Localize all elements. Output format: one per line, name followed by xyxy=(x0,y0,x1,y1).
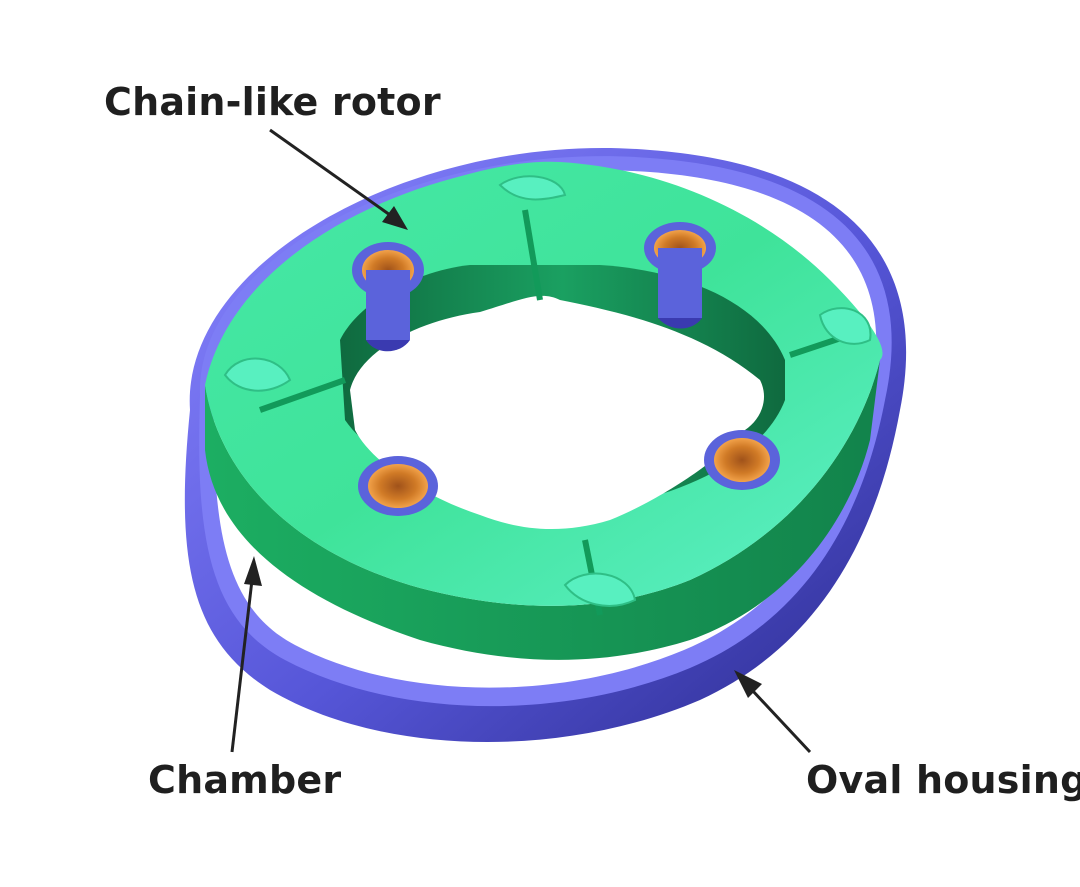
chain-like-rotor xyxy=(205,161,883,660)
segment-gap-top xyxy=(522,209,543,301)
rotor-inner-hole xyxy=(350,295,765,530)
label-chain-like-rotor: Chain-like rotor xyxy=(104,80,441,124)
hinge-icon xyxy=(223,175,872,607)
label-oval-housing: Oval housing xyxy=(806,758,1080,802)
arrow-icon xyxy=(230,128,812,754)
rotor-side xyxy=(205,360,880,660)
label-chamber: Chamber xyxy=(148,758,342,802)
segment-gap-left xyxy=(259,377,346,413)
bearing-icon xyxy=(352,222,780,516)
